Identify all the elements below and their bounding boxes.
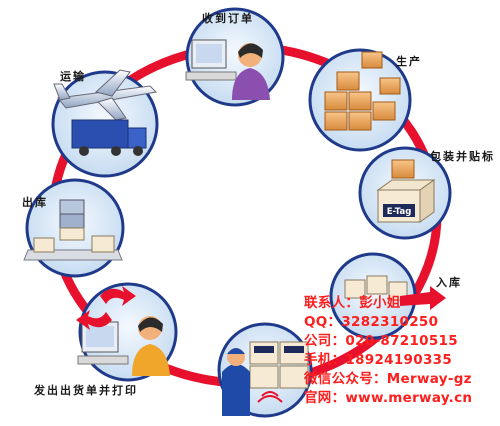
worker-scan-step (217, 322, 313, 418)
receive-order-label: 收到订单 (202, 12, 254, 25)
warehouse-out-step (23, 178, 125, 278)
contact-mobile: 手机：18924190335 (304, 352, 453, 368)
etag-label: E-Tag (387, 207, 412, 217)
warehouse-in-label: 入库 (436, 276, 462, 289)
transport-label: 运输 (60, 70, 86, 83)
transport-step (51, 69, 159, 178)
contact-wechat: 微信公众号：Merway-gz (304, 371, 472, 387)
print-shipping-list-step (76, 282, 178, 382)
receive-order-step (185, 7, 285, 107)
warehouse-out-label: 出库 (22, 196, 48, 209)
contact-company-phone: 公司：020-87210515 (304, 333, 458, 349)
contact-info: 联系人：彭小姐 QQ：3282310250 公司：020-87210515 手机… (304, 294, 500, 408)
packing-labeling-label: 包装并贴标 (430, 150, 495, 163)
packing-labeling-step: E-Tag (358, 146, 452, 240)
contact-website[interactable]: 官网：www.merway.cn (304, 390, 473, 406)
contact-person: 联系人：彭小姐 (304, 295, 401, 311)
production-step (308, 48, 412, 152)
warehouse-in-step (329, 252, 446, 340)
print-shipping-list-label: 发出出货单并打印 (34, 384, 138, 397)
contact-qq: QQ：3282310250 (304, 314, 439, 330)
production-label: 生产 (396, 55, 422, 68)
